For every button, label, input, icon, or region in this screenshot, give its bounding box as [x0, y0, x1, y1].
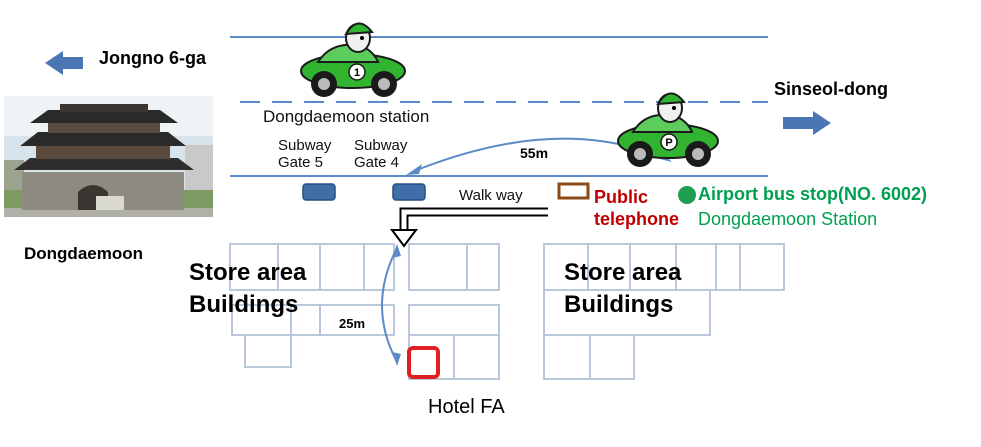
public-telephone-line2: telephone: [594, 208, 680, 229]
station-name: Dongdaemoon station: [263, 107, 430, 126]
store-area-right-line2: Buildings: [564, 291, 674, 319]
subway-gate-5-line1: Subway: [278, 137, 332, 154]
car-p-icon: [617, 92, 719, 167]
subway-gate-4-line1: Subway: [354, 137, 408, 154]
public-telephone-label: Public telephone: [594, 187, 679, 230]
store-area-left-line1: Store area: [189, 259, 307, 286]
subway-gate-5-marker: [302, 183, 336, 201]
subway-gate-5-line2: Gate 5: [278, 154, 324, 172]
airport-bus-stop-icon: [678, 186, 696, 204]
hotel-distance-arrowhead-bottom: [392, 352, 401, 366]
walk-distance-label: 55m: [520, 145, 549, 161]
airport-bus-stop-title: Airport bus stop(NO. 6002): [698, 184, 928, 204]
store-area-right-label: Store area Buildings: [564, 257, 681, 322]
store-buildings-right: [543, 243, 785, 380]
store-buildings-left: [229, 243, 395, 368]
arrow-right-icon: [783, 111, 831, 135]
store-area-right-line1: Store area: [564, 259, 682, 286]
subway-gate-5-label: Subway Gate 5: [278, 137, 331, 172]
direction-right-label: Sinseol-dong: [774, 79, 888, 99]
hotel-distance-arrow: [381, 249, 397, 361]
hotel-fa-marker: [407, 346, 440, 379]
dongdaemoon-gate-icon: [4, 96, 213, 217]
direction-left-label: Jongno 6-ga: [99, 48, 206, 68]
store-area-left-label: Store area Buildings: [189, 257, 306, 322]
car-1-icon: [300, 22, 406, 97]
car-p-letter: P: [665, 137, 672, 149]
walk-distance-arrowhead-left: [406, 164, 422, 175]
route-arrow-icon: [390, 207, 548, 248]
store-area-left-line2: Buildings: [189, 291, 299, 319]
subway-gate-4-marker: [392, 183, 426, 201]
walkway-label: Walk way: [459, 187, 523, 204]
subway-gate-4-line2: Gate 4: [354, 154, 400, 172]
arrow-left-icon: [45, 51, 83, 75]
dongdaemoon-label: Dongdaemoon: [24, 244, 143, 263]
public-telephone-marker: [557, 182, 590, 200]
public-telephone-line1: Public: [594, 187, 649, 207]
car-1-number: 1: [354, 67, 360, 79]
airport-bus-stop-subtitle: Dongdaemoon Station: [698, 209, 878, 229]
hotel-distance-arrowhead-top: [392, 244, 401, 258]
hotel-distance-label: 25m: [339, 316, 366, 331]
hotel-fa-label: Hotel FA: [428, 396, 505, 418]
subway-gate-4-label: Subway Gate 4: [354, 137, 407, 172]
